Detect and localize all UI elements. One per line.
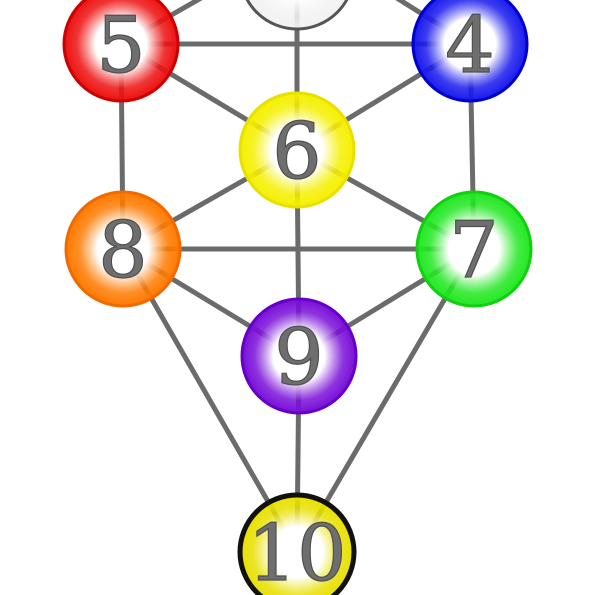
sephira-node-top: [245, 0, 349, 31]
sephira-node-6: 6: [238, 91, 356, 209]
sephira-node-4: 4: [411, 0, 529, 103]
node-label-n8: 8: [98, 206, 148, 296]
node-label-n5: 5: [96, 1, 146, 91]
sephira-node-10: 10: [237, 492, 357, 595]
node-circle-n9: [240, 297, 358, 415]
node-label-n10: 10: [247, 509, 346, 595]
node-circle-n7: [415, 190, 533, 308]
node-circle-n5: [62, 0, 180, 103]
sephira-node-5: 5: [62, 0, 180, 103]
node-group: 5 4 6 8 7 9 10: [62, 0, 533, 595]
node-circle-n8: [64, 190, 182, 308]
sephira-node-9: 9: [240, 297, 358, 415]
node-circle-n6: [238, 91, 356, 209]
node-label-n7: 7: [449, 206, 499, 296]
node-label-n9: 9: [274, 313, 324, 403]
node-circle-n4: [411, 0, 529, 103]
node-label-n6: 6: [272, 107, 322, 197]
node-circle-n10: [237, 492, 357, 595]
sephira-node-8: 8: [64, 190, 182, 308]
node-circle-top: [245, 0, 349, 31]
sephira-node-7: 7: [415, 190, 533, 308]
node-label-n4: 4: [445, 1, 495, 91]
